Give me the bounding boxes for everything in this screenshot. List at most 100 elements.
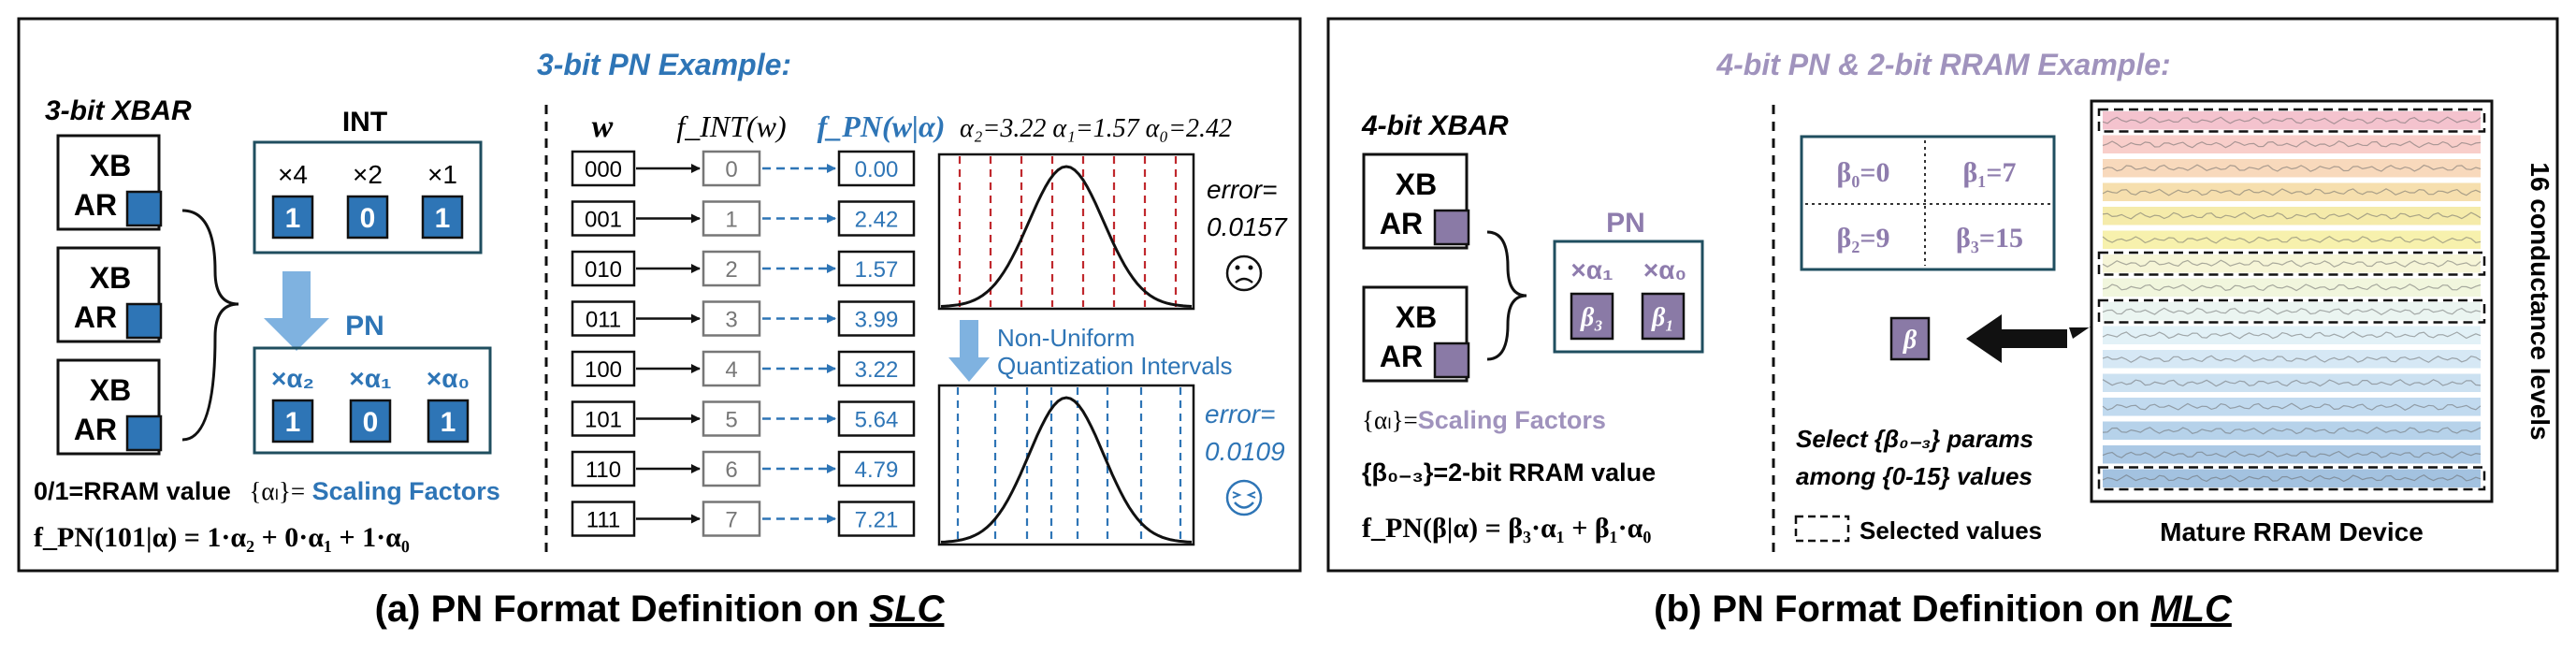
int-value: 6 — [725, 458, 737, 483]
conductance-level — [2097, 298, 2486, 324]
int-value: 3 — [725, 308, 737, 333]
conductance-level — [2097, 251, 2486, 276]
conductance-levels — [2097, 108, 2486, 491]
beta-symbol-cell — [1889, 316, 1931, 361]
w-value: 000 — [585, 157, 622, 182]
svg-text:AR: AR — [1380, 207, 1423, 240]
int-cell — [702, 501, 761, 537]
conductance-level — [2102, 159, 2482, 178]
error1-value: 0.0157 — [1207, 212, 1288, 241]
formula-left: f_PN(101|α) = 1·α₂ + 0·α₁ + 1·α₀ — [34, 522, 410, 553]
xbar-mlc-brace — [1486, 230, 1527, 361]
error2-label: error= — [1205, 400, 1275, 429]
w-cell — [571, 150, 636, 187]
w-value: 001 — [585, 208, 622, 233]
beta-table — [1800, 135, 2056, 271]
int-mult-1: ×2 — [353, 160, 383, 189]
pn-value: 0.00 — [855, 157, 899, 182]
pn-right-mult-0: ×α₁ — [1570, 255, 1613, 284]
gaussian-curve-2 — [940, 396, 1193, 544]
w-cell — [571, 250, 636, 287]
w-cell — [571, 400, 636, 437]
conductance-level — [2102, 350, 2482, 369]
nonuniform-arrow — [948, 320, 990, 382]
conductance-level — [2102, 421, 2482, 440]
pn-cell — [837, 400, 916, 437]
xbar-brace — [181, 209, 239, 442]
conductance-level — [2102, 182, 2482, 201]
panel-b-border — [1326, 17, 2559, 573]
xbar-block-2: XB AR — [56, 246, 163, 343]
pn-value: 2.42 — [855, 208, 899, 233]
w-cell — [571, 501, 636, 537]
svg-text:1: 1 — [441, 407, 456, 438]
col-header-w: w — [592, 109, 614, 144]
int-mult-0: ×4 — [278, 160, 308, 189]
legend-left: 0/1=RRAM value {αₗ}= Scaling Factors — [34, 477, 500, 505]
error1-label: error= — [1207, 175, 1277, 204]
pn-cell — [837, 200, 916, 237]
beta-0: β₀=0 — [1837, 157, 1890, 188]
col-header-fpn: f_PN(w|α) — [818, 109, 946, 143]
pn-value: 3.99 — [855, 308, 899, 333]
w-cell — [571, 200, 636, 237]
beta-2: β₂=9 — [1837, 223, 1890, 254]
selected-level-outline — [2097, 108, 2486, 133]
svg-text:0: 0 — [363, 407, 379, 438]
plot-nonuniform-frame — [937, 384, 1195, 546]
conductance-level — [2097, 466, 2486, 491]
pn-value: 1.57 — [855, 257, 899, 283]
xbar-3bit-label: 3-bit XBAR — [45, 95, 192, 126]
xbar-block-3: XB AR — [56, 358, 163, 456]
caption-a: (a) PN Format Definition on SLC — [375, 589, 946, 630]
happy-face-icon — [1225, 479, 1263, 516]
nonuniform-text-2: Quantization Intervals — [997, 352, 1232, 380]
col-header-fint: f_INT(w) — [676, 109, 786, 143]
int-value: 2 — [725, 257, 737, 283]
gaussian-curve-1 — [940, 165, 1193, 308]
selected-legend-swatch — [1794, 515, 1850, 543]
svg-text:1: 1 — [285, 203, 301, 234]
pn-cell — [837, 350, 916, 387]
conductance-level — [2102, 230, 2482, 249]
w-value: 111 — [586, 508, 620, 533]
pn-right-mult-1: ×α₀ — [1643, 255, 1686, 284]
svg-text:β₃: β₃ — [1580, 303, 1603, 332]
pn-cell — [837, 300, 916, 337]
svg-text:AR: AR — [74, 188, 117, 222]
xbar-mlc-block-1: XB AR — [1362, 153, 1470, 250]
int-mult-2: ×1 — [427, 160, 457, 189]
beta-3: β₃=15 — [1956, 223, 2023, 254]
svg-text:1: 1 — [285, 407, 301, 438]
rram-device-label: Mature RRAM Device — [2160, 517, 2424, 546]
w-value: 110 — [586, 458, 621, 483]
int-cell — [702, 350, 761, 387]
pn-cell — [837, 250, 916, 287]
selected-level-outline — [2097, 466, 2486, 491]
panel-a-border — [17, 17, 1302, 573]
w-cell — [571, 300, 636, 337]
panel-b-title: 4-bit PN & 2-bit RRAM Example: — [1715, 48, 2170, 81]
pn-mult-1: ×α₁ — [349, 364, 391, 393]
w-value: 100 — [585, 357, 622, 383]
pn-box-left — [253, 346, 492, 455]
int-value: 4 — [725, 357, 737, 383]
pn-label-left: PN — [345, 311, 384, 342]
formula-right: f_PN(β|α) = β₃·α₁ + β₁·α₀ — [1362, 513, 1651, 544]
w-value: 011 — [586, 308, 621, 333]
legend-right-rram: {β₀₋₃}=2-bit RRAM value — [1362, 458, 1656, 487]
pn-cell — [837, 150, 916, 187]
svg-text:AR: AR — [74, 300, 117, 334]
w-value: 010 — [585, 257, 622, 283]
conductance-level — [2102, 135, 2482, 153]
beta-symbol: β — [1903, 326, 1918, 355]
xbar-mlc-block-2: XB AR — [1362, 285, 1470, 383]
table-row: 010 2 1.57 — [571, 250, 916, 287]
pn-mult-2: ×α₀ — [427, 364, 470, 393]
beta-1: β₁=7 — [1963, 157, 2017, 188]
w-cell — [571, 450, 636, 487]
